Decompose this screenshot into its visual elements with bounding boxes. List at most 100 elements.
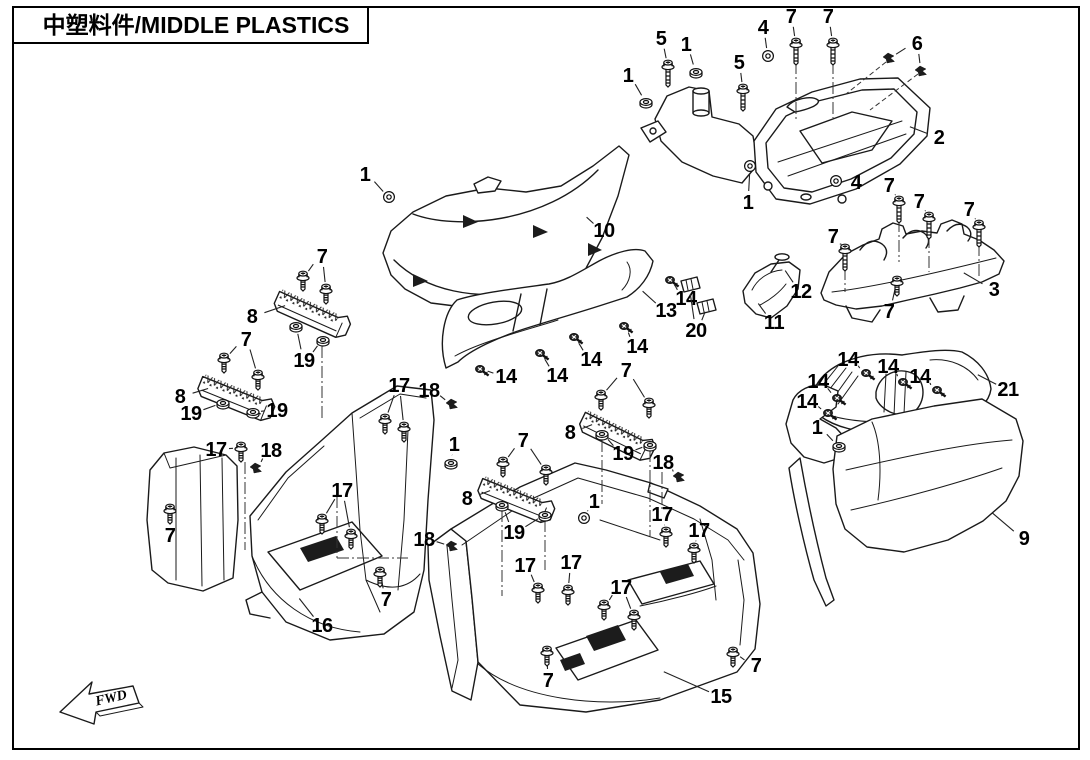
callout-label: 19 [180,403,202,425]
callout-14: 14 [909,366,947,398]
callout-label: 19 [266,400,288,422]
callout-1: 1 [360,164,395,203]
leader-line [439,395,446,401]
leader-line [829,26,833,37]
callout-label: 13 [655,300,677,322]
callout-10: 10 [586,216,615,242]
callout-label: 8 [462,488,473,510]
washer-icon [761,49,775,63]
callout-label: 17 [651,504,673,526]
page-title: 中塑料件/MIDDLE PLASTICS [43,12,350,38]
callout-label: 14 [675,288,698,310]
callout-14: 14 [474,364,518,388]
callout-17: 17 [560,552,582,606]
callout-14: 14 [618,321,649,358]
callout-label: 11 [764,312,785,334]
washer-icon [577,511,591,525]
callout-label: 19 [612,443,634,465]
callout-label: 14 [495,366,518,388]
callout-17: 17 [597,577,641,631]
leader-line [260,458,264,463]
callout-18: 18 [413,529,458,552]
leader-line [606,377,618,391]
callout-label: 8 [565,422,576,444]
washer-icon [383,191,395,203]
callout-label: 7 [884,175,895,197]
callout-14: 14 [796,391,838,421]
callout-label: 7 [828,226,839,248]
callout-20: 20 [685,293,707,342]
callout-19: 19 [180,399,230,425]
callout-label: 7 [543,670,554,692]
callout-7: 7 [540,645,554,692]
callout-7: 7 [914,191,936,240]
callout-label: 14 [580,349,603,371]
part-13-tunnel-cover [441,248,654,369]
callout-label: 7 [165,525,176,547]
callout-11: 11 [757,303,785,334]
leader-line [792,26,796,37]
leader-line [525,518,539,528]
leader-line [929,382,932,386]
callout-label: 7 [884,301,895,323]
callout-label: 7 [914,191,925,213]
callout-7: 7 [217,329,265,391]
callout-17: 17 [315,480,358,550]
callout-19: 19 [289,322,330,372]
callout-label: 14 [796,391,819,413]
nut-icon [316,336,330,347]
leader-line [504,512,510,523]
callout-7: 7 [828,226,852,272]
callout-17: 17 [514,555,545,604]
callout-14: 14 [568,332,603,371]
leader-line [826,433,834,442]
leader-line [784,270,794,283]
nut-icon [689,67,703,79]
parts-artwork [146,77,1024,713]
assembly-axis-lines [244,62,980,596]
callout-7: 7 [884,175,906,224]
callout-1: 1 [681,34,703,79]
callout-21: 21 [977,374,1019,401]
leader-line [568,572,571,584]
callout-17: 17 [378,375,411,443]
nut-icon [643,441,657,452]
callout-14: 14 [877,356,913,390]
leader-line [894,194,896,196]
callout-9: 9 [992,512,1030,550]
callout-label: 10 [593,220,615,242]
callout-label: 4 [851,172,863,194]
callout-label: 8 [175,386,186,408]
leader-line [322,266,326,283]
callout-label: 17 [610,577,632,599]
callout-17: 17 [205,439,248,463]
leader-line [530,448,542,465]
leader-line [963,272,983,285]
nut-icon [495,501,509,512]
callout-label: 18 [413,529,435,551]
leader-line [817,406,822,410]
callout-label: 18 [418,380,440,402]
callout-7: 7 [823,6,840,66]
nut-icon [639,97,653,109]
callout-label: 2 [934,127,945,149]
leader-line [740,72,743,83]
callout-14: 14 [807,371,847,406]
leader-line [674,285,678,291]
callout-7: 7 [163,503,177,547]
leader-line [924,210,926,212]
leader-line [739,656,745,661]
callout-7: 7 [594,360,656,419]
callout-label: 18 [652,452,674,474]
callout-19: 19 [595,430,657,465]
leader-line [507,447,515,458]
leader-line [977,374,997,385]
callout-label: 14 [837,349,860,371]
callout-label: 7 [751,655,762,677]
leader-line [387,395,395,413]
leader-line [857,365,861,369]
clip-guide-lines [845,61,919,111]
callout-1: 1 [577,491,600,525]
